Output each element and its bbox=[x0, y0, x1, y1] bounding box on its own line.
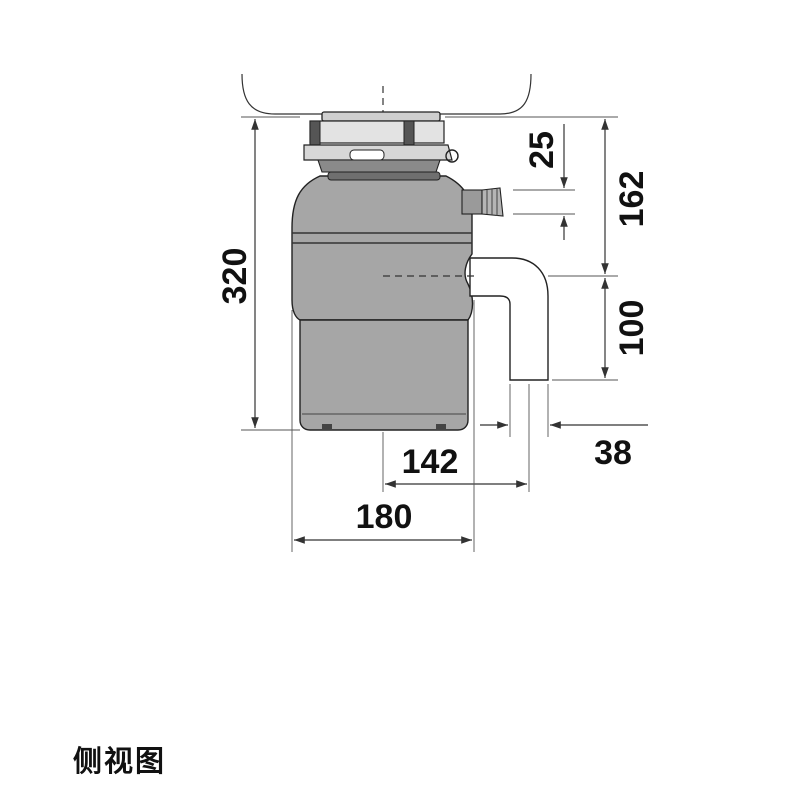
hopper-body bbox=[291, 171, 474, 321]
view-caption: 侧视图 bbox=[73, 744, 167, 778]
dishwasher-inlet bbox=[461, 187, 504, 217]
dim-320: 320 bbox=[216, 116, 300, 431]
dim-100: 100 bbox=[552, 278, 651, 381]
dim-25: 25 bbox=[513, 124, 575, 240]
sink-bowl-outline bbox=[241, 73, 532, 115]
dim-100-label: 100 bbox=[613, 300, 651, 357]
outlet-elbow bbox=[469, 257, 549, 381]
dim-320-label: 320 bbox=[216, 248, 254, 305]
dim-162: 162 bbox=[445, 116, 651, 277]
dim-142-label: 142 bbox=[402, 443, 459, 481]
dim-25-label: 25 bbox=[523, 131, 561, 169]
mounting-flange bbox=[303, 111, 459, 173]
motor-housing bbox=[299, 319, 469, 431]
dim-162-label: 162 bbox=[613, 171, 651, 228]
dim-180: 180 bbox=[291, 300, 475, 552]
dim-180-label: 180 bbox=[356, 498, 413, 536]
dim-38-label: 38 bbox=[594, 434, 632, 472]
dim-142: 142 bbox=[382, 384, 530, 492]
dim-38: 38 bbox=[480, 384, 648, 472]
